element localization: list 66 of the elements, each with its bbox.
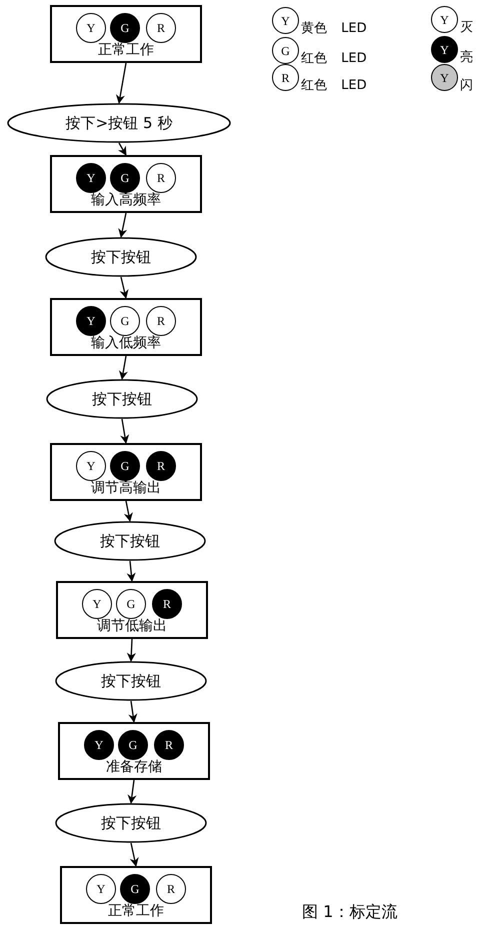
- action-ellipse: [46, 379, 198, 419]
- led-indicator: G: [110, 13, 140, 43]
- led-indicator: G: [110, 306, 140, 336]
- led-indicator: Y: [76, 306, 106, 336]
- arrow: [118, 356, 128, 380]
- led-indicator: R: [146, 306, 176, 336]
- led-indicator: G: [116, 589, 146, 619]
- state-label: 输入高频率: [90, 191, 162, 209]
- action-label: 按下按钮: [101, 670, 161, 692]
- led-indicator: G: [120, 874, 150, 904]
- action-label: 按下按钮: [92, 388, 152, 410]
- action-label: 按下按钮: [100, 530, 160, 552]
- led-indicator: Y: [76, 163, 106, 193]
- state-box: [50, 443, 202, 501]
- state-box: [60, 866, 212, 924]
- state-label: 调节高输出: [90, 479, 162, 497]
- legend-text: 灭: [460, 19, 473, 37]
- led-indicator: R: [156, 874, 186, 904]
- state-box: [50, 155, 202, 213]
- action-label: 按下按钮: [101, 812, 161, 834]
- action-label: 按下>按钮 5 秒: [66, 112, 172, 134]
- state-box: [50, 298, 202, 356]
- arrow: [126, 560, 136, 582]
- arrow: [128, 780, 137, 804]
- led-indicator: Y: [76, 451, 106, 481]
- state-box: [56, 581, 208, 639]
- led-indicator: R: [152, 589, 182, 619]
- legend-text: 红色 LED: [301, 77, 367, 95]
- arrow: [118, 142, 127, 156]
- state-box: [50, 5, 202, 63]
- state-label: 调节低输出: [96, 617, 168, 635]
- legend-text: 红色 LED: [301, 50, 367, 68]
- arrow: [124, 500, 133, 522]
- figure-caption: 图 1：标定流: [302, 901, 398, 923]
- led-indicator: G: [118, 730, 148, 760]
- action-ellipse: [7, 103, 231, 143]
- led-indicator: Y: [76, 13, 106, 43]
- arrow: [120, 418, 130, 444]
- legend-text: 黄色 LED: [301, 20, 367, 38]
- state-label: 准备存储: [105, 758, 163, 776]
- action-label: 按下按钮: [91, 246, 151, 268]
- led-indicator: G: [110, 451, 140, 481]
- led-indicator: Y: [86, 874, 116, 904]
- arrow: [116, 62, 127, 104]
- action-ellipse: [45, 237, 197, 277]
- led-indicator: R: [146, 451, 176, 481]
- state-label: 正常工作: [97, 41, 155, 59]
- legend-text: 亮: [460, 49, 473, 67]
- arrow: [128, 700, 138, 723]
- state-box: [58, 722, 210, 780]
- arrow: [126, 638, 136, 662]
- led-indicator: Y: [84, 730, 114, 760]
- action-ellipse: [55, 661, 207, 701]
- state-label: 输入低频率: [90, 334, 162, 352]
- led-indicator: R: [154, 730, 184, 760]
- arrow: [118, 212, 128, 238]
- arrow: [130, 842, 139, 867]
- led-indicator: Y: [82, 589, 112, 619]
- action-ellipse: [54, 521, 206, 561]
- led-indicator: R: [146, 163, 176, 193]
- action-ellipse: [55, 803, 207, 843]
- led-indicator: G: [110, 163, 140, 193]
- arrow: [120, 276, 129, 299]
- led-indicator: R: [146, 13, 176, 43]
- legend-text: 闪: [460, 77, 473, 95]
- state-label: 正常工作: [107, 902, 165, 920]
